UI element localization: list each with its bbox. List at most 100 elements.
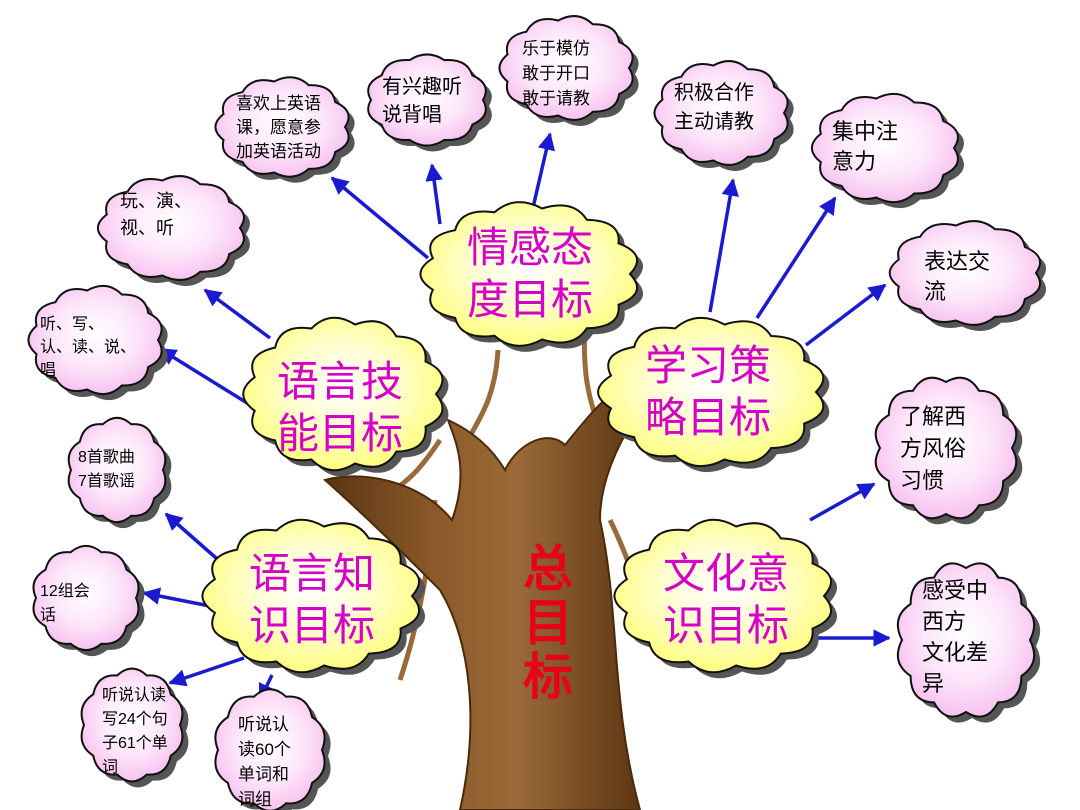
detail-line: 西方 — [922, 610, 967, 635]
detail-line: 意力 — [832, 150, 877, 175]
cloud-differences — [896, 562, 1036, 718]
detail-line: 7首歌谣 — [78, 473, 135, 490]
detail-line: 说背唱 — [382, 102, 442, 126]
detail-cooperate: 积极合作 主动请教 — [674, 78, 754, 136]
detail-line: 敢于开口 — [522, 64, 590, 83]
detail-differences: 感受中 西方 文化差 异 — [922, 576, 988, 700]
goal-knowledge-line-2: 识目标 — [248, 601, 375, 650]
cloud-cooperate — [653, 60, 789, 166]
detail-line: 玩、演、 — [120, 191, 192, 212]
detail-line: 感受中 — [922, 579, 989, 604]
goal-skill: 语言技 能目标 — [250, 356, 430, 460]
detail-line: 12组会 — [40, 583, 90, 600]
goal-culture: 文化意 识目标 — [636, 548, 816, 652]
arrow-strategy-cooperate — [708, 178, 739, 313]
cloud-shapes — [27, 15, 1047, 810]
cloud-customs — [874, 376, 1018, 520]
detail-line: 唱 — [40, 360, 57, 379]
arrow-affect-like — [330, 176, 430, 260]
detail-line: 听、写、 — [40, 314, 105, 333]
detail-line: 听说认 — [238, 715, 289, 734]
detail-play: 玩、演、 视、听 — [120, 188, 192, 242]
goal-knowledge: 语言知 识目标 — [222, 548, 402, 652]
detail-focus: 集中注 意力 — [832, 118, 898, 178]
cloud-skill — [242, 316, 444, 472]
detail-line: 敢于请教 — [522, 89, 590, 108]
detail-line: 认、读、说、 — [40, 337, 137, 356]
detail-like-english: 喜欢上英语 课，愿意参 加英语活动 — [236, 92, 321, 164]
detail-line: 听说认读 — [102, 687, 167, 704]
detail-four-skills: 听、写、 认、读、说、 唱 — [40, 312, 136, 381]
goal-culture-line-2: 识目标 — [662, 601, 789, 650]
cloud-sentences — [80, 667, 184, 783]
detail-line: 视、听 — [120, 218, 174, 239]
detail-line: 8首歌曲 — [78, 449, 135, 466]
detail-line: 写24个句 — [102, 711, 168, 728]
detail-line: 乐于模仿 — [522, 39, 590, 58]
detail-line: 积极合作 — [674, 80, 754, 104]
detail-line: 集中注 — [832, 120, 899, 145]
arrow-affect-interest — [425, 163, 443, 225]
detail-line: 喜欢上英语 — [236, 94, 321, 114]
detail-dialogues: 12组会 话 — [40, 580, 90, 628]
goal-affect: 情感态 度目标 — [440, 222, 620, 326]
detail-line: 话 — [40, 607, 57, 624]
goal-affect-line-2: 度目标 — [466, 275, 593, 324]
detail-words: 听说认 读60个 单词和 词组 — [238, 712, 291, 810]
detail-line: 单词和 — [238, 765, 289, 784]
goal-knowledge-line-1: 语言知 — [248, 549, 375, 598]
arrow-culture-customs — [809, 482, 876, 522]
cloud-express — [888, 220, 1042, 326]
detail-line: 词 — [102, 759, 119, 776]
goal-strategy-line-1: 学习策 — [644, 341, 771, 390]
cloud-four-skills — [27, 284, 163, 396]
cloud-interest — [367, 53, 487, 147]
goal-affect-line-1: 情感态 — [466, 223, 593, 272]
cloud-strategy — [597, 317, 825, 467]
detail-customs: 了解西 方风俗 习惯 — [900, 402, 966, 498]
cloud-songs — [67, 416, 167, 524]
detail-express: 表达交 流 — [924, 248, 990, 308]
detail-imitate: 乐于模仿 敢于开口 敢于请教 — [522, 36, 590, 111]
goal-skill-line-1: 语言技 — [276, 357, 403, 406]
arrow-knowledge-sentences — [168, 656, 245, 687]
detail-line: 了解西 — [900, 405, 967, 430]
goal-culture-line-1: 文化意 — [662, 549, 789, 598]
cloud-dialogues — [32, 544, 140, 652]
detail-line: 子61个单 — [102, 735, 168, 752]
detail-line: 有兴趣听 — [382, 74, 462, 98]
tree-trunk — [322, 319, 663, 810]
main-title: 总目标 — [523, 540, 573, 706]
cloud-play — [96, 175, 245, 281]
detail-line: 异 — [922, 672, 945, 697]
cloud-culture — [613, 518, 833, 674]
detail-interest: 有兴趣听 说背唱 — [382, 72, 462, 128]
detail-line: 课，愿意参 — [236, 118, 321, 138]
arrow-strategy-focus — [755, 196, 837, 319]
goal-skill-line-2: 能目标 — [276, 409, 403, 458]
detail-line: 文化差 — [922, 641, 989, 666]
goal-strategy-line-2: 略目标 — [644, 393, 771, 442]
detail-line: 主动请教 — [674, 109, 754, 133]
cloud-words — [214, 688, 326, 810]
detail-line: 习惯 — [900, 469, 945, 494]
detail-sentences: 听说认读 写24个句 子61个单 词 — [102, 684, 168, 780]
arrow-connectors — [142, 132, 891, 702]
arrow-strategy-express — [804, 283, 887, 347]
detail-line: 方风俗 — [900, 437, 967, 462]
detail-line: 流 — [924, 280, 947, 305]
detail-line: 加英语活动 — [236, 142, 321, 162]
cloud-knowledge — [201, 518, 421, 674]
arrow-skill-play — [203, 288, 272, 340]
arrow-affect-imitate — [530, 132, 555, 213]
detail-line: 词组 — [238, 790, 272, 809]
goal-strategy: 学习策 略目标 — [618, 340, 798, 444]
detail-line: 读60个 — [238, 740, 291, 759]
cloud-imitate — [498, 15, 634, 121]
arrow-skill-four — [158, 347, 253, 408]
cloud-focus — [810, 92, 959, 204]
detail-songs: 8首歌曲 7首歌谣 — [78, 446, 135, 494]
detail-line: 表达交 — [924, 250, 991, 275]
